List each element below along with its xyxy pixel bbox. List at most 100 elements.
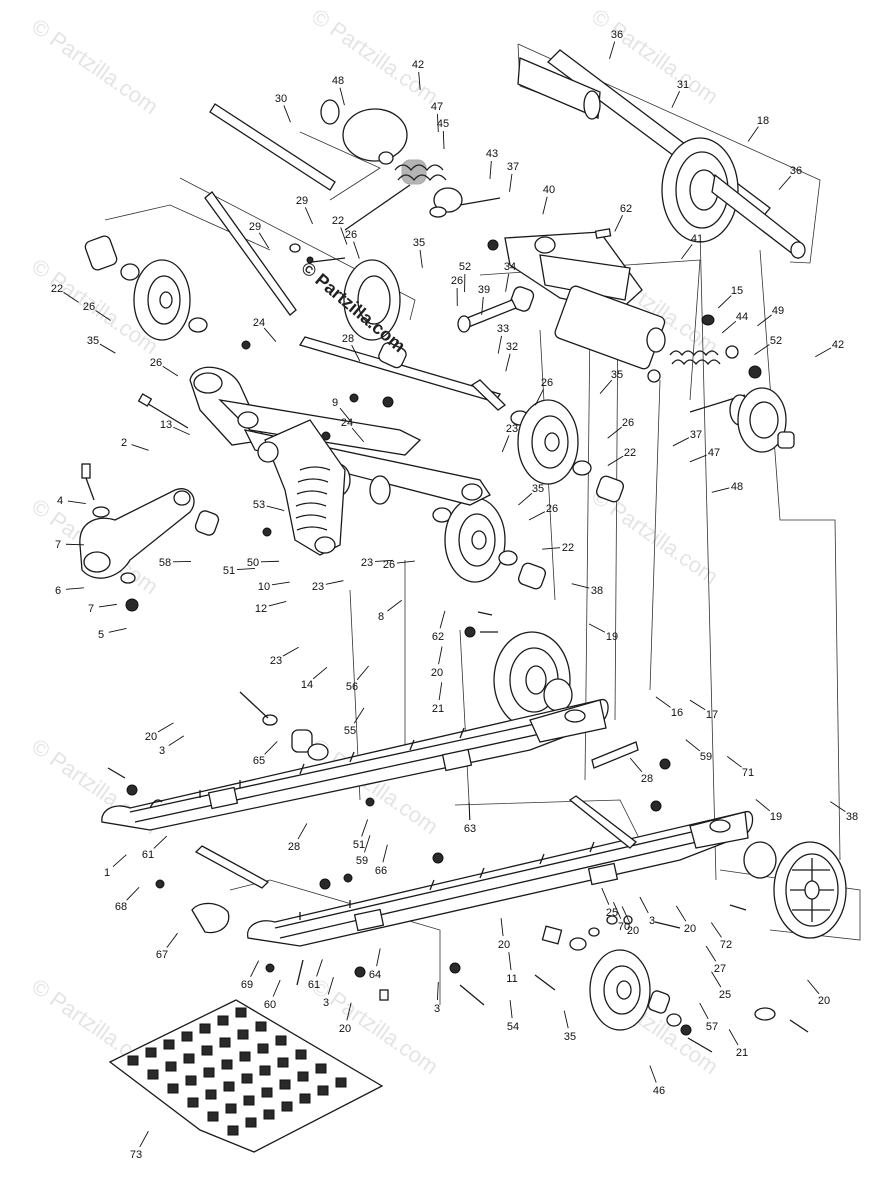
part-number-label: 9	[332, 397, 338, 409]
part-number-label: 32	[506, 341, 518, 353]
part-number-label: 35	[564, 1031, 576, 1043]
callout-leader-line	[501, 435, 510, 453]
callout-leader-line	[815, 347, 832, 358]
callout-leader-line	[396, 560, 415, 564]
callout-leader-line	[376, 948, 381, 967]
pivot-bracket	[429, 187, 501, 218]
callout-leader-line	[312, 666, 328, 680]
callout-leader-line	[353, 707, 365, 724]
callout-leader-line	[264, 741, 278, 755]
callout-leader-line	[757, 314, 772, 327]
part-number-label: 59	[700, 751, 712, 763]
callout-leader-line	[500, 918, 504, 937]
part-number-label: 56	[346, 681, 358, 693]
part-number-label: 50	[247, 557, 259, 569]
part-number-label: 15	[731, 285, 743, 297]
part-number-label: 31	[677, 79, 689, 91]
callout-leader-line	[316, 959, 323, 977]
front-link-arm	[79, 393, 220, 612]
callout-leader-line	[830, 801, 846, 812]
rear-scissor-arm	[487, 228, 762, 383]
part-number-label: 16	[671, 707, 683, 719]
pad-cleat	[187, 1097, 199, 1108]
part-number-label: 22	[51, 283, 63, 295]
part-number-label: 3	[434, 1003, 440, 1015]
pad-cleat	[219, 1037, 231, 1048]
callout-leaders	[63, 41, 846, 1148]
part-number-label: 10	[258, 581, 270, 593]
callout-leader-line	[518, 492, 533, 506]
callout-leader-line	[250, 960, 259, 978]
callout-leader-line	[681, 244, 693, 260]
part-number-label: 17	[706, 709, 718, 721]
part-number-label: 12	[255, 603, 267, 615]
part-number-label: 26	[622, 417, 634, 429]
part-number-label: 28	[641, 773, 653, 785]
callout-leader-line	[639, 896, 649, 914]
callout-leader-line	[112, 854, 127, 867]
callout-leader-line	[266, 505, 285, 511]
watermark: © Partzilla.com	[307, 4, 443, 110]
callout-leader-line	[689, 454, 707, 463]
part-number-label: 13	[160, 419, 172, 431]
part-number-label: 11	[506, 973, 517, 985]
callout-leader-line	[339, 87, 345, 106]
part-number-label: 6	[55, 585, 61, 597]
part-number-label: 23	[270, 655, 282, 667]
callout-leader-line	[747, 126, 759, 142]
callout-leader-line	[778, 175, 792, 190]
hyfax-pad	[108, 999, 384, 1153]
callout-leader-line	[162, 365, 179, 377]
part-number-label: 2	[121, 437, 127, 449]
callout-leader-line	[614, 215, 623, 232]
callout-leader-line	[126, 887, 140, 901]
callout-leader-line	[438, 682, 443, 701]
part-number-label: 57	[706, 1021, 718, 1033]
part-number-label: 71	[742, 767, 754, 779]
pad-cleat	[235, 1007, 247, 1018]
left-slide-rail	[101, 691, 609, 831]
callout-leader-line	[534, 388, 544, 406]
part-number-label: 54	[507, 1021, 519, 1033]
callout-leader-line	[442, 130, 445, 149]
part-number-label: 21	[432, 703, 444, 715]
part-number-label: 35	[611, 369, 623, 381]
callout-leader-line	[157, 722, 174, 733]
part-number-label: 26	[546, 503, 558, 515]
part-number-label: 60	[264, 999, 276, 1011]
pad-cleat	[263, 1109, 275, 1120]
callout-leader-line	[325, 580, 344, 585]
pad-cleat	[201, 1045, 213, 1056]
callout-leader-line	[346, 1002, 352, 1021]
part-number-label: 34	[504, 261, 516, 273]
part-number-label: 45	[437, 118, 449, 130]
part-number-label: 26	[541, 377, 553, 389]
bogie-wheel-set-left	[84, 235, 208, 341]
part-number-label: 8	[378, 611, 384, 623]
part-number-label: 58	[159, 557, 171, 569]
bearing-housing-top	[320, 99, 408, 165]
part-number-label: 24	[341, 417, 353, 429]
pad-cleat	[245, 1117, 257, 1128]
part-number-label: 29	[249, 221, 261, 233]
part-number-label: 59	[356, 855, 368, 867]
callout-leader-line	[166, 932, 178, 948]
part-number-label: 3	[649, 915, 655, 927]
pad-cleat	[145, 1047, 157, 1058]
bogie-wheel-lower	[589, 949, 809, 1053]
pad-cleat	[243, 1095, 255, 1106]
part-number-label: 52	[770, 335, 782, 347]
part-number-label: 23	[312, 581, 324, 593]
rear-idler-wheel-38	[464, 611, 573, 729]
bogie-wheel-center-lower	[432, 497, 546, 590]
pad-cleat	[241, 1073, 253, 1084]
part-number-label: 26	[451, 275, 463, 287]
callout-leader-line	[509, 173, 513, 192]
part-number-label: 38	[846, 811, 858, 823]
callout-leader-line	[508, 952, 512, 971]
callout-leader-line	[649, 1065, 657, 1083]
callout-leader-line	[67, 500, 86, 505]
pad-cleat	[297, 1071, 309, 1082]
pad-cleat	[207, 1111, 219, 1122]
